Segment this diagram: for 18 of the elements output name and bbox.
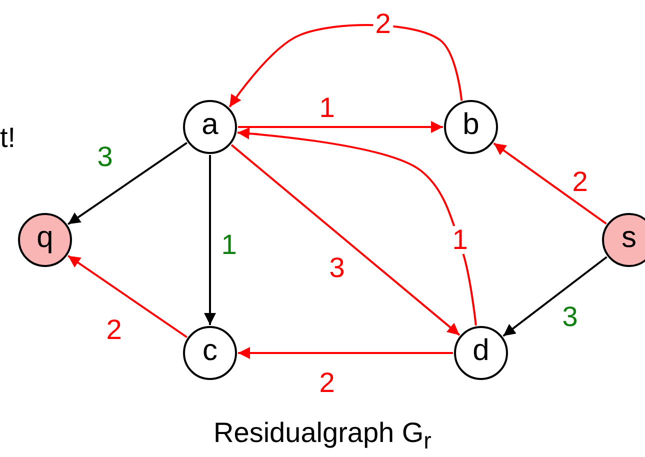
vertex-circle: c — [183, 326, 237, 380]
arrow — [238, 347, 453, 359]
arrow — [68, 255, 188, 338]
text-fragment: t! — [0, 124, 16, 152]
arrow — [68, 142, 188, 225]
arrow — [238, 121, 443, 133]
vertex-circle: b — [444, 100, 498, 154]
vertex-circle: s — [602, 213, 645, 267]
caption: Residualgraph G$_{r}$ — [212, 418, 432, 454]
arrow — [230, 144, 460, 336]
arrow — [502, 256, 608, 337]
arrow — [493, 142, 607, 225]
arrow — [228, 24, 463, 108]
arrow — [204, 155, 216, 325]
vertex-circle: d — [454, 326, 508, 380]
vertex-circle: q — [18, 213, 72, 267]
vertex-circle: a — [183, 100, 237, 154]
arrow — [237, 128, 477, 326]
